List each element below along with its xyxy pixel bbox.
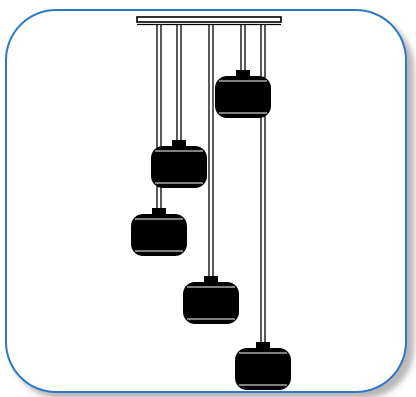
rounded-frame xyxy=(5,9,407,393)
ceiling-canopy-icon xyxy=(136,16,282,26)
pendant-lamp-icon xyxy=(215,70,271,118)
pendant-lamp-icon xyxy=(151,140,207,188)
pendant-lamp-icon xyxy=(131,208,187,256)
pendant-lamp-icon xyxy=(235,342,291,390)
pendant-lamp-icon xyxy=(183,276,239,324)
